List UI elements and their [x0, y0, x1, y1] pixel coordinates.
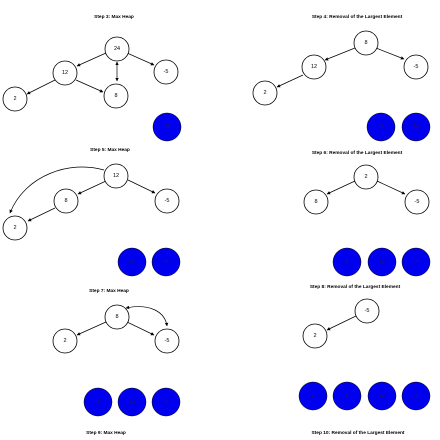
step-9-title: Step 9: Max Heap: [86, 430, 126, 436]
svg-text:2: 2: [364, 174, 367, 180]
step-6-sorted: 8 12 24: [332, 247, 431, 277]
sorted-node: 12: [367, 381, 397, 411]
heap-node: 8: [104, 304, 130, 330]
svg-text:2: 2: [263, 90, 266, 96]
sorted-node: 8: [332, 381, 362, 411]
heap-node: 8: [353, 30, 379, 56]
svg-text:-5: -5: [365, 308, 370, 314]
svg-text:12: 12: [129, 259, 135, 265]
heap-node: -5: [154, 328, 180, 354]
sorted-node: 12: [366, 112, 396, 142]
sorted-node: 2: [298, 381, 328, 411]
step-3-sorted: 24: [152, 112, 182, 142]
heap-node: 2: [353, 164, 379, 190]
heap-node: 2: [2, 215, 28, 241]
heap-node: -5: [154, 188, 180, 214]
svg-text:-5: -5: [414, 64, 419, 70]
sorted-node: 24: [151, 387, 181, 417]
heap-node: -5: [153, 59, 179, 85]
heap-node: 24: [104, 36, 130, 62]
svg-text:24: 24: [163, 259, 169, 265]
svg-text:8: 8: [346, 259, 349, 265]
sorted-node: 24: [151, 247, 181, 277]
heap-node: 12: [301, 54, 327, 80]
svg-text:24: 24: [164, 124, 170, 130]
sorted-node: 12: [117, 387, 147, 417]
step-4-title: Step 4: Removal of the Largest Element: [312, 14, 403, 20]
heap-node: 8: [103, 83, 129, 109]
svg-text:8: 8: [97, 399, 100, 405]
heap-node: 8: [53, 188, 79, 214]
step-5-heap: 12 8 -5 2: [2, 163, 180, 241]
step-4-heap: 8 12 -5 2: [252, 30, 429, 106]
svg-text:2: 2: [312, 393, 315, 399]
heap-node: -5: [354, 298, 380, 324]
step-7-heap: 8 2 -5: [52, 304, 180, 354]
svg-text:12: 12: [311, 64, 317, 70]
sorted-node: 8: [83, 387, 113, 417]
sorted-node: 12: [117, 247, 147, 277]
step-7-sorted: 8 12 24: [83, 387, 181, 417]
svg-text:2: 2: [13, 96, 16, 102]
sorted-node: 24: [152, 112, 182, 142]
svg-text:2: 2: [63, 338, 66, 344]
step-6-title: Step 6: Removal of the Largest Element: [312, 150, 403, 156]
step-3-title: Step 3: Max Heap: [94, 14, 134, 20]
svg-text:24: 24: [163, 399, 169, 405]
svg-text:24: 24: [413, 124, 419, 130]
svg-text:24: 24: [413, 393, 419, 399]
svg-text:-5: -5: [165, 338, 170, 344]
svg-text:2: 2: [313, 333, 316, 339]
svg-text:12: 12: [379, 393, 385, 399]
heap-node: -5: [403, 54, 429, 80]
svg-text:-5: -5: [164, 69, 169, 75]
step-8-sorted: 2 8 12 24: [298, 381, 431, 411]
svg-text:12: 12: [113, 173, 119, 179]
step-7-title: Step 7: Max Heap: [89, 288, 129, 294]
step-4-sorted: 12 24: [366, 112, 431, 142]
step-8-title: Step 8: Removal of the Largest Element: [310, 284, 401, 290]
sorted-node: 12: [367, 247, 397, 277]
svg-text:8: 8: [314, 199, 317, 205]
step-3-heap: 24 12 -5 2 8: [2, 36, 179, 112]
heap-node: 2: [2, 86, 28, 112]
svg-text:8: 8: [364, 40, 367, 46]
step-8-heap: -5 2: [302, 298, 380, 349]
step-10-title: Step 10: Removal of the Largest Element: [311, 430, 404, 436]
svg-text:-5: -5: [415, 199, 420, 205]
svg-text:8: 8: [346, 393, 349, 399]
svg-text:12: 12: [129, 399, 135, 405]
svg-text:24: 24: [114, 46, 120, 52]
heap-node: 12: [52, 60, 78, 86]
step-6-heap: 2 8 -5: [303, 164, 430, 215]
svg-text:24: 24: [413, 259, 419, 265]
sorted-node: 24: [401, 247, 431, 277]
svg-text:-5: -5: [165, 198, 170, 204]
heap-node: 12: [103, 163, 129, 189]
heap-node: 2: [52, 328, 78, 354]
svg-text:2: 2: [13, 225, 16, 231]
heap-node: 2: [302, 323, 328, 349]
svg-text:12: 12: [379, 259, 385, 265]
step-5-title: Step 5: Max Heap: [90, 147, 130, 153]
svg-text:8: 8: [114, 93, 117, 99]
heap-node: 2: [252, 80, 278, 106]
sorted-node: 24: [401, 381, 431, 411]
svg-text:8: 8: [115, 314, 118, 320]
sorted-node: 8: [332, 247, 362, 277]
heap-node: 8: [303, 189, 329, 215]
step-5-sorted: 12 24: [117, 247, 181, 277]
svg-text:12: 12: [378, 124, 384, 130]
heap-node: -5: [404, 189, 430, 215]
svg-text:8: 8: [64, 198, 67, 204]
sorted-node: 24: [401, 112, 431, 142]
svg-text:12: 12: [62, 70, 68, 76]
